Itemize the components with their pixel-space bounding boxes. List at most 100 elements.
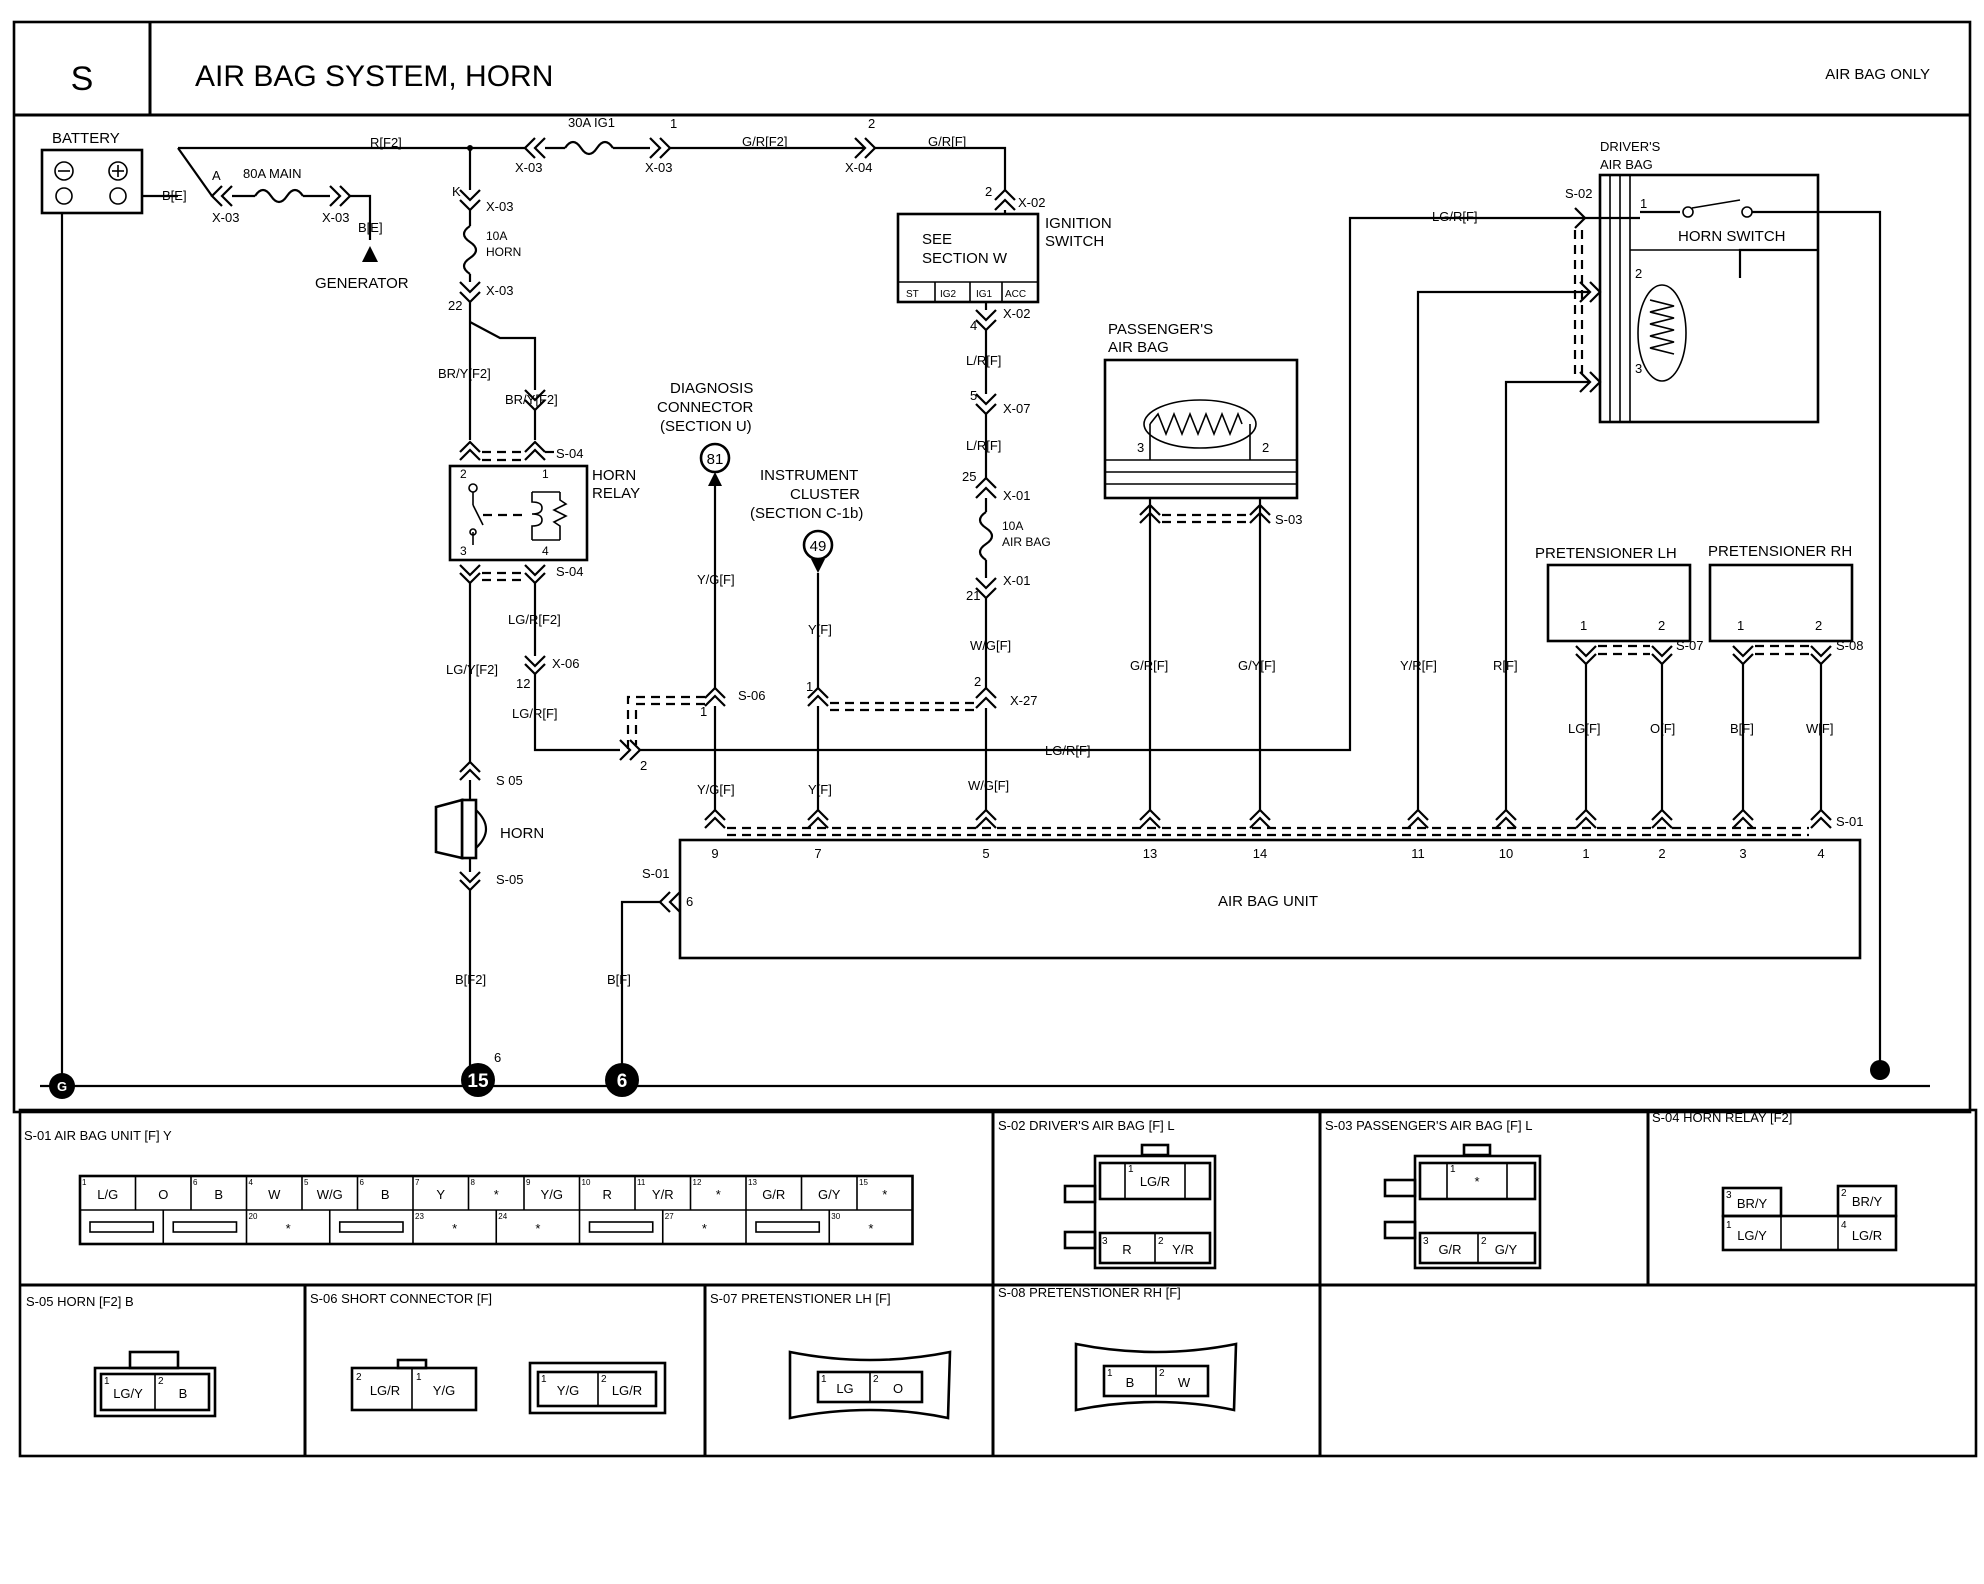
wire-yg-f-2: Y/G[F] — [697, 782, 735, 797]
cluster-label-3: (SECTION C-1b) — [750, 505, 863, 522]
s01-top-cell: Y — [436, 1187, 445, 1202]
pin-22: 22 — [448, 298, 462, 313]
s01-top-cell: R — [603, 1187, 612, 1202]
s01-bottom-cell: * — [286, 1221, 291, 1236]
view-s05-title: S-05 HORN [F2] B — [26, 1294, 134, 1309]
s03-cell-2: G/R — [1438, 1242, 1461, 1257]
s04-cell-bry-1: BR/Y — [1737, 1196, 1768, 1211]
s01-top-cell: G/R — [762, 1187, 785, 1202]
driver-airbag — [1598, 173, 1820, 424]
main-fuse-label: 80A MAIN — [243, 166, 302, 181]
x03-d: X-03 — [645, 160, 672, 175]
pin-2-x04: 2 — [868, 116, 875, 131]
unit-pin-11: 11 — [1411, 846, 1425, 861]
s02-num-3: 3 — [1102, 1236, 1108, 1247]
ignition-label-1: IGNITION — [1045, 215, 1112, 232]
s07-cell-1: LG — [836, 1381, 853, 1396]
page-title: AIR BAG SYSTEM, HORN — [195, 60, 553, 93]
wire-b-f-gnd: B[F] — [607, 972, 631, 987]
s07-cell-2: O — [893, 1381, 903, 1396]
s01-top-cell: * — [882, 1187, 887, 1202]
s01-bottom-slot — [588, 1221, 654, 1233]
connector-views-panel — [18, 1108, 1978, 1458]
unit-pin-10: 10 — [1499, 846, 1513, 861]
s07: S-07 — [1676, 638, 1703, 653]
ign-term-ig2: IG2 — [940, 289, 957, 300]
x03-e: X-03 — [486, 199, 513, 214]
s05-cell-1: LG/Y — [113, 1386, 143, 1401]
pretensioner-rh — [1708, 563, 1854, 643]
wire-y-f-2: Y[F] — [808, 782, 832, 797]
s04-cell-lgy: LG/Y — [1737, 1228, 1767, 1243]
s05-num-1: 1 — [104, 1376, 110, 1387]
wire-lgr-f2: LG/R[F2] — [508, 612, 561, 627]
unit-pin-1: 1 — [1582, 846, 1589, 861]
s01-top-cell-num: 6 — [193, 1178, 198, 1187]
s02-num-2: 2 — [1158, 1236, 1164, 1247]
horn-fuse-name: HORN — [486, 245, 521, 259]
s01-top-cell: W — [268, 1187, 281, 1202]
s03-cell-1: * — [1474, 1174, 1479, 1189]
wire-bry-f2-b: BR/Y[F2] — [505, 392, 558, 407]
pretrh-pin-1: 1 — [1737, 618, 1744, 633]
s08-cell-1: B — [1126, 1375, 1135, 1390]
ground-15-pin: 6 — [494, 1050, 501, 1065]
s01-top-cell-num: 4 — [249, 1178, 254, 1187]
wire-b-f2: B[F2] — [455, 972, 486, 987]
unit-pin-3: 3 — [1739, 846, 1746, 861]
horn-relay-label-2: RELAY — [592, 485, 640, 502]
horn-fuse-amp: 10A — [486, 229, 507, 243]
x06: X-06 — [552, 656, 579, 671]
ground-junction — [1870, 1060, 1890, 1080]
s06b-num-1: 1 — [541, 1374, 547, 1385]
header-note: AIR BAG ONLY — [1825, 66, 1930, 83]
s08: S-08 — [1836, 638, 1863, 653]
wire-r-f: R[F] — [1493, 658, 1518, 673]
s06b-num-2: 2 — [601, 1374, 607, 1385]
view-s08-title: S-08 PRETENSTIONER RH [F] — [998, 1285, 1181, 1300]
s05-a: S 05 — [496, 773, 523, 788]
horn-relay-label-1: HORN — [592, 467, 636, 484]
s04-cell-lgr: LG/R — [1852, 1228, 1882, 1243]
s02-cell-3: Y/R — [1172, 1242, 1194, 1257]
s01-bottom-cell: * — [452, 1221, 457, 1236]
x02-b: X-02 — [1003, 306, 1030, 321]
s01-top-cell: G/Y — [818, 1187, 841, 1202]
s01-top-cell-num: 9 — [526, 1178, 531, 1187]
s01-top-cell-num: 11 — [637, 1178, 646, 1187]
wire-gr-f-pass: G/R[F] — [1130, 658, 1168, 673]
view-s04-title: S-04 HORN RELAY [F2] — [1652, 1110, 1792, 1125]
s04-bottom: S-04 — [556, 564, 583, 579]
wire-r-f2: R[F2] — [370, 135, 402, 150]
s03-cell-3: G/Y — [1495, 1242, 1518, 1257]
ground-15-label: 15 — [467, 1071, 489, 1092]
unit-pin-6: 6 — [686, 894, 693, 909]
battery-label: BATTERY — [52, 130, 120, 147]
wire-lgr-f-main: LG/R[F] — [1045, 743, 1091, 758]
s03-num-3: 3 — [1423, 1236, 1429, 1247]
diagnosis-ref: 81 — [707, 451, 724, 468]
x03-c: X-03 — [515, 160, 542, 175]
ignition-label-2: SWITCH — [1045, 233, 1104, 250]
wire-wg-f: W/G[F] — [970, 638, 1011, 653]
s07-num-2: 2 — [873, 1374, 879, 1385]
view-s02-title: S-02 DRIVER'S AIR BAG [F] L — [998, 1118, 1175, 1133]
s08-num-2: 2 — [1159, 1368, 1165, 1379]
wire-lgr-f-top: LG/R[F] — [1432, 209, 1478, 224]
ground-15 — [461, 1063, 495, 1097]
s08-num-1: 1 — [1107, 1368, 1113, 1379]
horn-switch-label: HORN SWITCH — [1678, 228, 1786, 245]
passenger-airbag — [1103, 358, 1299, 500]
s01-bottom-slot — [172, 1221, 238, 1233]
wire-o-f: O[F] — [1650, 721, 1675, 736]
view-s07-title: S-07 PRETENSTIONER LH [F] — [710, 1291, 891, 1306]
s01-left-label: S-01 — [642, 866, 669, 881]
view-s03-title: S-03 PASSENGER'S AIR BAG [F] L — [1325, 1118, 1532, 1133]
relay-pin-1: 1 — [542, 467, 549, 481]
s01-top-cell: B — [214, 1187, 223, 1202]
wire-lr-f-2: L/R[F] — [966, 438, 1001, 453]
driver-airbag-label-2: AIR BAG — [1600, 157, 1653, 172]
see-section-2: SECTION W — [922, 250, 1008, 267]
x01-b: X-01 — [1003, 573, 1030, 588]
